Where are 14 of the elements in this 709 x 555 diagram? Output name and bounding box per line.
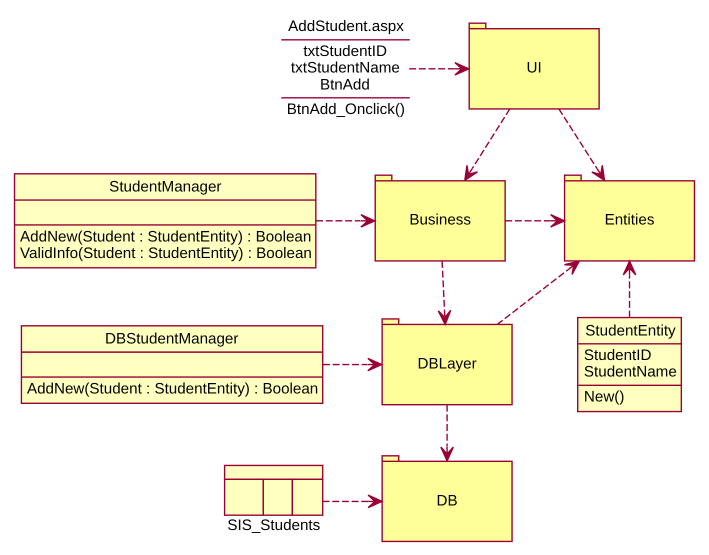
arrow [438,261,452,326]
node-label: SIS_Students [227,517,320,534]
arrow [622,260,636,318]
arrow [322,494,383,508]
arrow [409,62,470,76]
arrow [464,108,510,181]
arrow [505,214,566,228]
arrow [440,404,454,462]
arrow [323,358,382,372]
arrow [316,214,376,228]
node-label: AddStudent.aspx [288,18,404,36]
arrow [496,260,580,325]
node-label: BtnAdd_Onclick() [286,101,405,118]
arrow [558,108,606,181]
